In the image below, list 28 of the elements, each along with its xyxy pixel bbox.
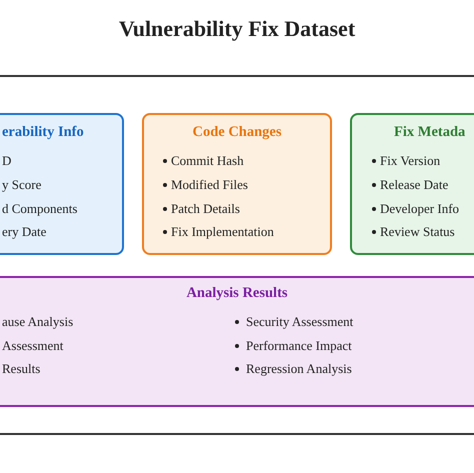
info-card bbox=[350, 113, 474, 255]
list-item: y Score bbox=[2, 177, 42, 193]
info-card bbox=[142, 113, 332, 255]
list-item: Security Assessment bbox=[246, 314, 354, 330]
card-heading: Code Changes bbox=[191, 123, 283, 141]
results-panel bbox=[0, 276, 474, 407]
info-card bbox=[0, 113, 124, 255]
list-item: D bbox=[2, 153, 12, 169]
list-item: Fix Implementation bbox=[171, 224, 274, 240]
list-item: Commit Hash bbox=[171, 153, 244, 169]
outer-container bbox=[0, 75, 474, 435]
list-item: Performance Impact bbox=[246, 338, 352, 354]
list-item: ery Date bbox=[2, 224, 46, 240]
list-item: Results bbox=[2, 361, 40, 377]
card-heading: Fix Metada bbox=[394, 123, 466, 141]
list-item: Fix Version bbox=[380, 153, 440, 169]
list-item: Review Status bbox=[380, 224, 455, 240]
diagram-title: Vulnerability Fix Dataset bbox=[118, 16, 356, 42]
list-item: Developer Info bbox=[380, 201, 460, 217]
list-item: Regression Analysis bbox=[246, 361, 352, 377]
list-item: Patch Details bbox=[171, 201, 240, 217]
card-heading: Analysis Results bbox=[185, 284, 289, 302]
list-item: Assessment bbox=[2, 338, 64, 354]
card-heading: erability Info bbox=[2, 123, 84, 141]
list-item: d Components bbox=[2, 201, 78, 217]
list-item: Release Date bbox=[380, 177, 448, 193]
list-item: ause Analysis bbox=[2, 314, 74, 330]
list-item: Modified Files bbox=[171, 177, 248, 193]
